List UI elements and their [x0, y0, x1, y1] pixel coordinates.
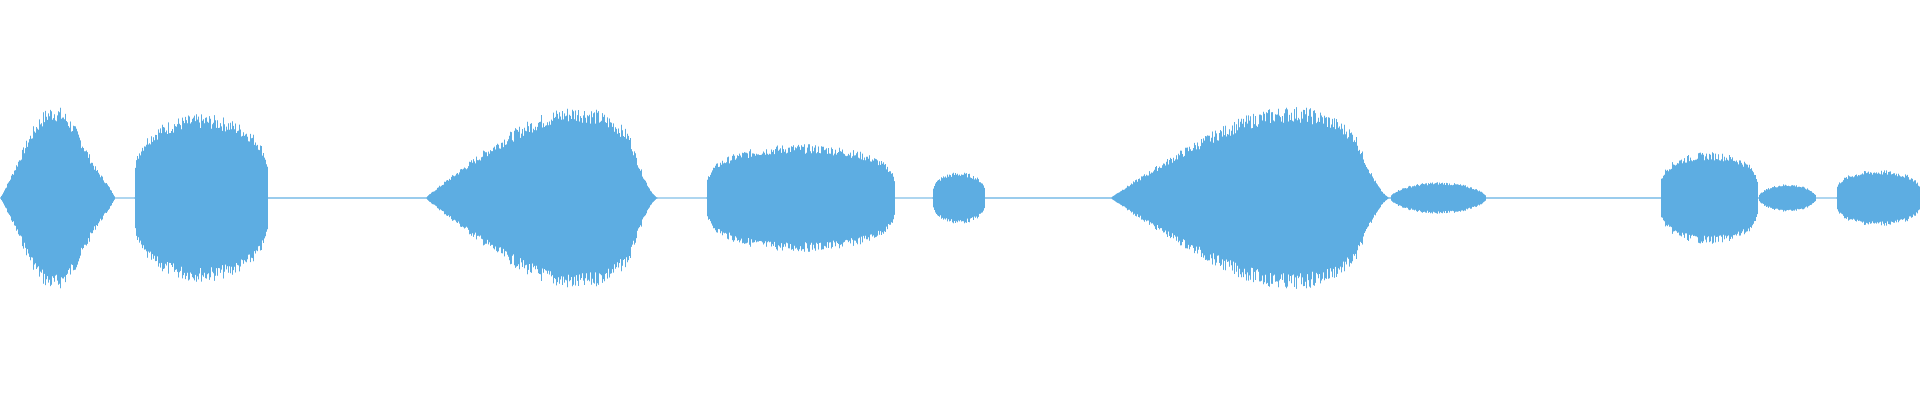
waveform-bars [706, 144, 895, 252]
waveform-segment [1758, 184, 1816, 212]
waveform-segment [425, 108, 658, 288]
waveform-segment [932, 172, 985, 224]
waveform-bars [268, 197, 425, 199]
waveform-bars [1110, 107, 1390, 289]
waveform-bars [1758, 184, 1816, 212]
waveform-segment [134, 114, 268, 282]
waveform-segment [1390, 182, 1486, 214]
waveform-bars [1390, 182, 1486, 214]
waveform-bars [425, 108, 658, 288]
waveform-segment [1486, 197, 1660, 199]
waveform-segment [1110, 107, 1390, 289]
waveform-segment [1836, 170, 1920, 226]
waveform-bars [134, 114, 268, 282]
waveform-segment [268, 197, 425, 199]
waveform-segment [706, 144, 895, 252]
waveform-segment [0, 107, 115, 289]
waveform-segment [985, 197, 1110, 199]
waveform-bars [932, 172, 985, 224]
waveform-bars [985, 197, 1110, 199]
waveform-bars [0, 107, 115, 289]
waveform-bars [1660, 152, 1758, 244]
waveform-bars [1836, 170, 1920, 226]
waveform-bars [1486, 197, 1660, 199]
waveform-segment [1660, 152, 1758, 244]
